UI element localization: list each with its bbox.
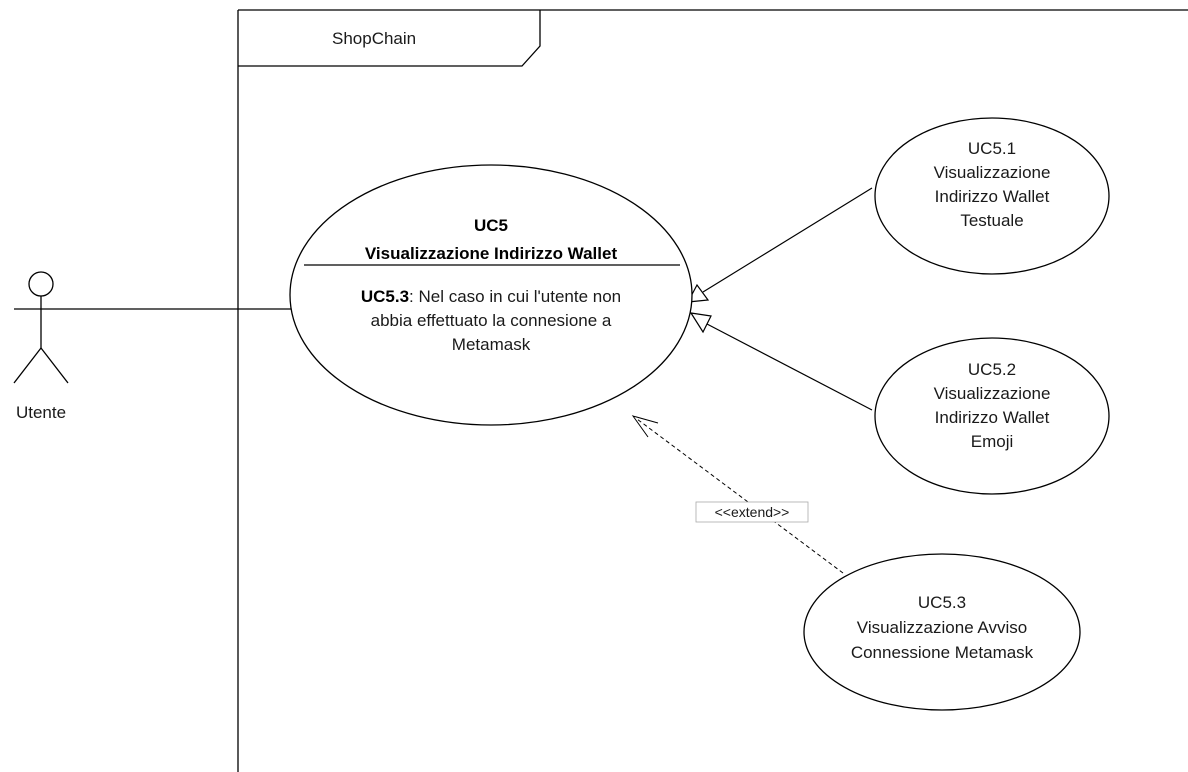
use-case-uc5-1[interactable]: UC5.1 Visualizzazione Indirizzo Wallet T…: [874, 117, 1110, 275]
actor-left-leg: [13, 347, 42, 384]
generalization-uc5-2: [689, 312, 873, 411]
actor-utente[interactable]: Utente: [13, 271, 69, 422]
extend-label: <<extend>>: [715, 504, 790, 520]
use-case-line: UC5.2: [968, 360, 1016, 379]
use-case-id: UC5: [474, 216, 508, 235]
use-case-line: Visualizzazione Avviso: [857, 618, 1027, 637]
use-case-line: Visualizzazione: [934, 163, 1051, 182]
use-case-line: Emoji: [971, 432, 1014, 451]
use-case-uc5-3[interactable]: UC5.3 Visualizzazione Avviso Connessione…: [803, 553, 1081, 711]
use-case-line: Testuale: [960, 211, 1023, 230]
extend-relation: <<extend>>: [631, 415, 844, 574]
system-name-tab: [238, 10, 541, 67]
system-name: ShopChain: [332, 29, 416, 48]
extend-arrowhead: [631, 415, 659, 438]
extend-label-box: [695, 501, 809, 523]
use-case-uc5-2[interactable]: UC5.2 Visualizzazione Indirizzo Wallet E…: [874, 337, 1110, 495]
extension-point-line: : Nel caso in cui l'utente non: [409, 287, 621, 306]
use-case-line: Connessione Metamask: [851, 643, 1034, 662]
use-case-line: UC5.1: [968, 139, 1016, 158]
extension-point-line: abbia effettuato la connesione a: [371, 311, 612, 330]
use-case-line: Visualizzazione: [934, 384, 1051, 403]
actor-right-leg: [40, 347, 69, 384]
extension-point-id: UC5.3: [361, 287, 409, 306]
use-case-line: Indirizzo Wallet: [935, 187, 1050, 206]
system-boundary: ShopChain: [237, 9, 1188, 772]
extension-point-text: UC5.3: Nel caso in cui l'utente non: [361, 287, 621, 306]
actor-head: [28, 271, 54, 297]
extension-point-line: Metamask: [452, 335, 531, 354]
use-case-uc5[interactable]: UC5 Visualizzazione Indirizzo Wallet UC5…: [289, 164, 693, 426]
actor-label: Utente: [16, 403, 66, 422]
use-case-line: UC5.3: [918, 593, 966, 612]
generalization-arrowhead: [689, 312, 712, 334]
use-case-line: Indirizzo Wallet: [935, 408, 1050, 427]
generalization-uc5-1: [686, 187, 873, 303]
use-case-title: Visualizzazione Indirizzo Wallet: [365, 244, 618, 263]
